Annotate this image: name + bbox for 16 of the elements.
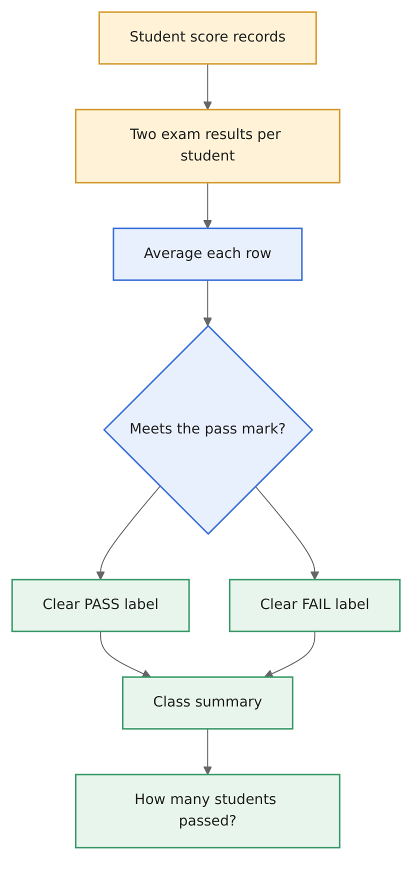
arrow xyxy=(203,64,212,110)
arrow xyxy=(264,631,316,678)
arrow xyxy=(203,182,212,229)
node-box: Clear FAIL label xyxy=(228,578,401,632)
arrow xyxy=(203,728,212,775)
node-box: Average each row xyxy=(112,228,303,281)
node-box: Clear PASS label xyxy=(11,578,190,632)
node-diamond: Meets the pass mark? xyxy=(103,324,314,536)
arrow xyxy=(254,486,320,580)
arrow xyxy=(203,280,212,326)
arrow xyxy=(96,486,160,580)
arrow xyxy=(100,631,152,678)
node-box: Student score records xyxy=(98,11,317,65)
node-box: Class summary xyxy=(122,676,294,730)
node-box: How many students passed? xyxy=(74,774,340,848)
node-box: Two exam results per student xyxy=(74,108,340,184)
